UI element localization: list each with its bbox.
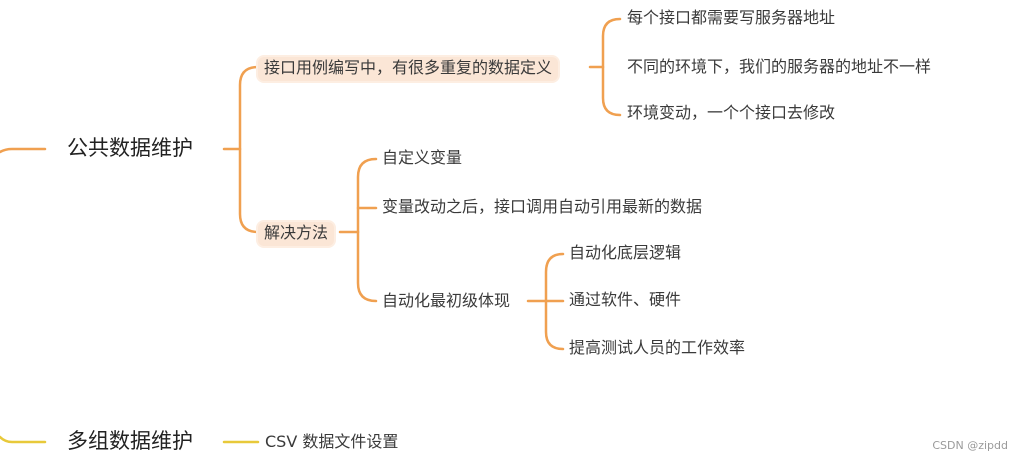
subtopic-node-automation-basic[interactable]: 自动化最初级体现 (382, 291, 511, 310)
watermark: CSDN @zipdd (932, 439, 1008, 452)
connector-root2-stub (0, 435, 47, 444)
leaf-node-custom-variable[interactable]: 自定义变量 (382, 148, 463, 167)
connector-topic1-leaves (601, 17, 622, 117)
topic-node-solution[interactable]: 解决方法 (258, 222, 335, 246)
root-node-multi-data[interactable]: 多组数据维护 (67, 429, 193, 453)
leaf-node-software-hardware[interactable]: 通过软件、硬件 (569, 290, 682, 309)
leaf-node-env-address[interactable]: 不同的环境下，我们的服务器的地址不一样 (627, 57, 932, 76)
root-node-public-data[interactable]: 公共数据维护 (67, 136, 193, 160)
leaf-node-automation-logic[interactable]: 自动化底层逻辑 (569, 243, 682, 262)
leaf-node-csv-setting[interactable]: CSV 数据文件设置 (265, 432, 399, 451)
topic-node-repeated-data[interactable]: 接口用例编写中，有很多重复的数据定义 (258, 57, 559, 81)
leaf-node-server-address[interactable]: 每个接口都需要写服务器地址 (627, 8, 836, 27)
connector-root-stub (0, 147, 47, 154)
connector-trunk (238, 65, 260, 234)
leaf-node-env-change[interactable]: 环境变动，一个个接口去修改 (627, 103, 836, 122)
leaf-node-variable-update[interactable]: 变量改动之后，接口调用自动引用最新的数据 (382, 197, 703, 216)
leaf-node-tester-efficiency[interactable]: 提高测试人员的工作效率 (569, 338, 746, 357)
connector-topic2-children (356, 157, 378, 303)
